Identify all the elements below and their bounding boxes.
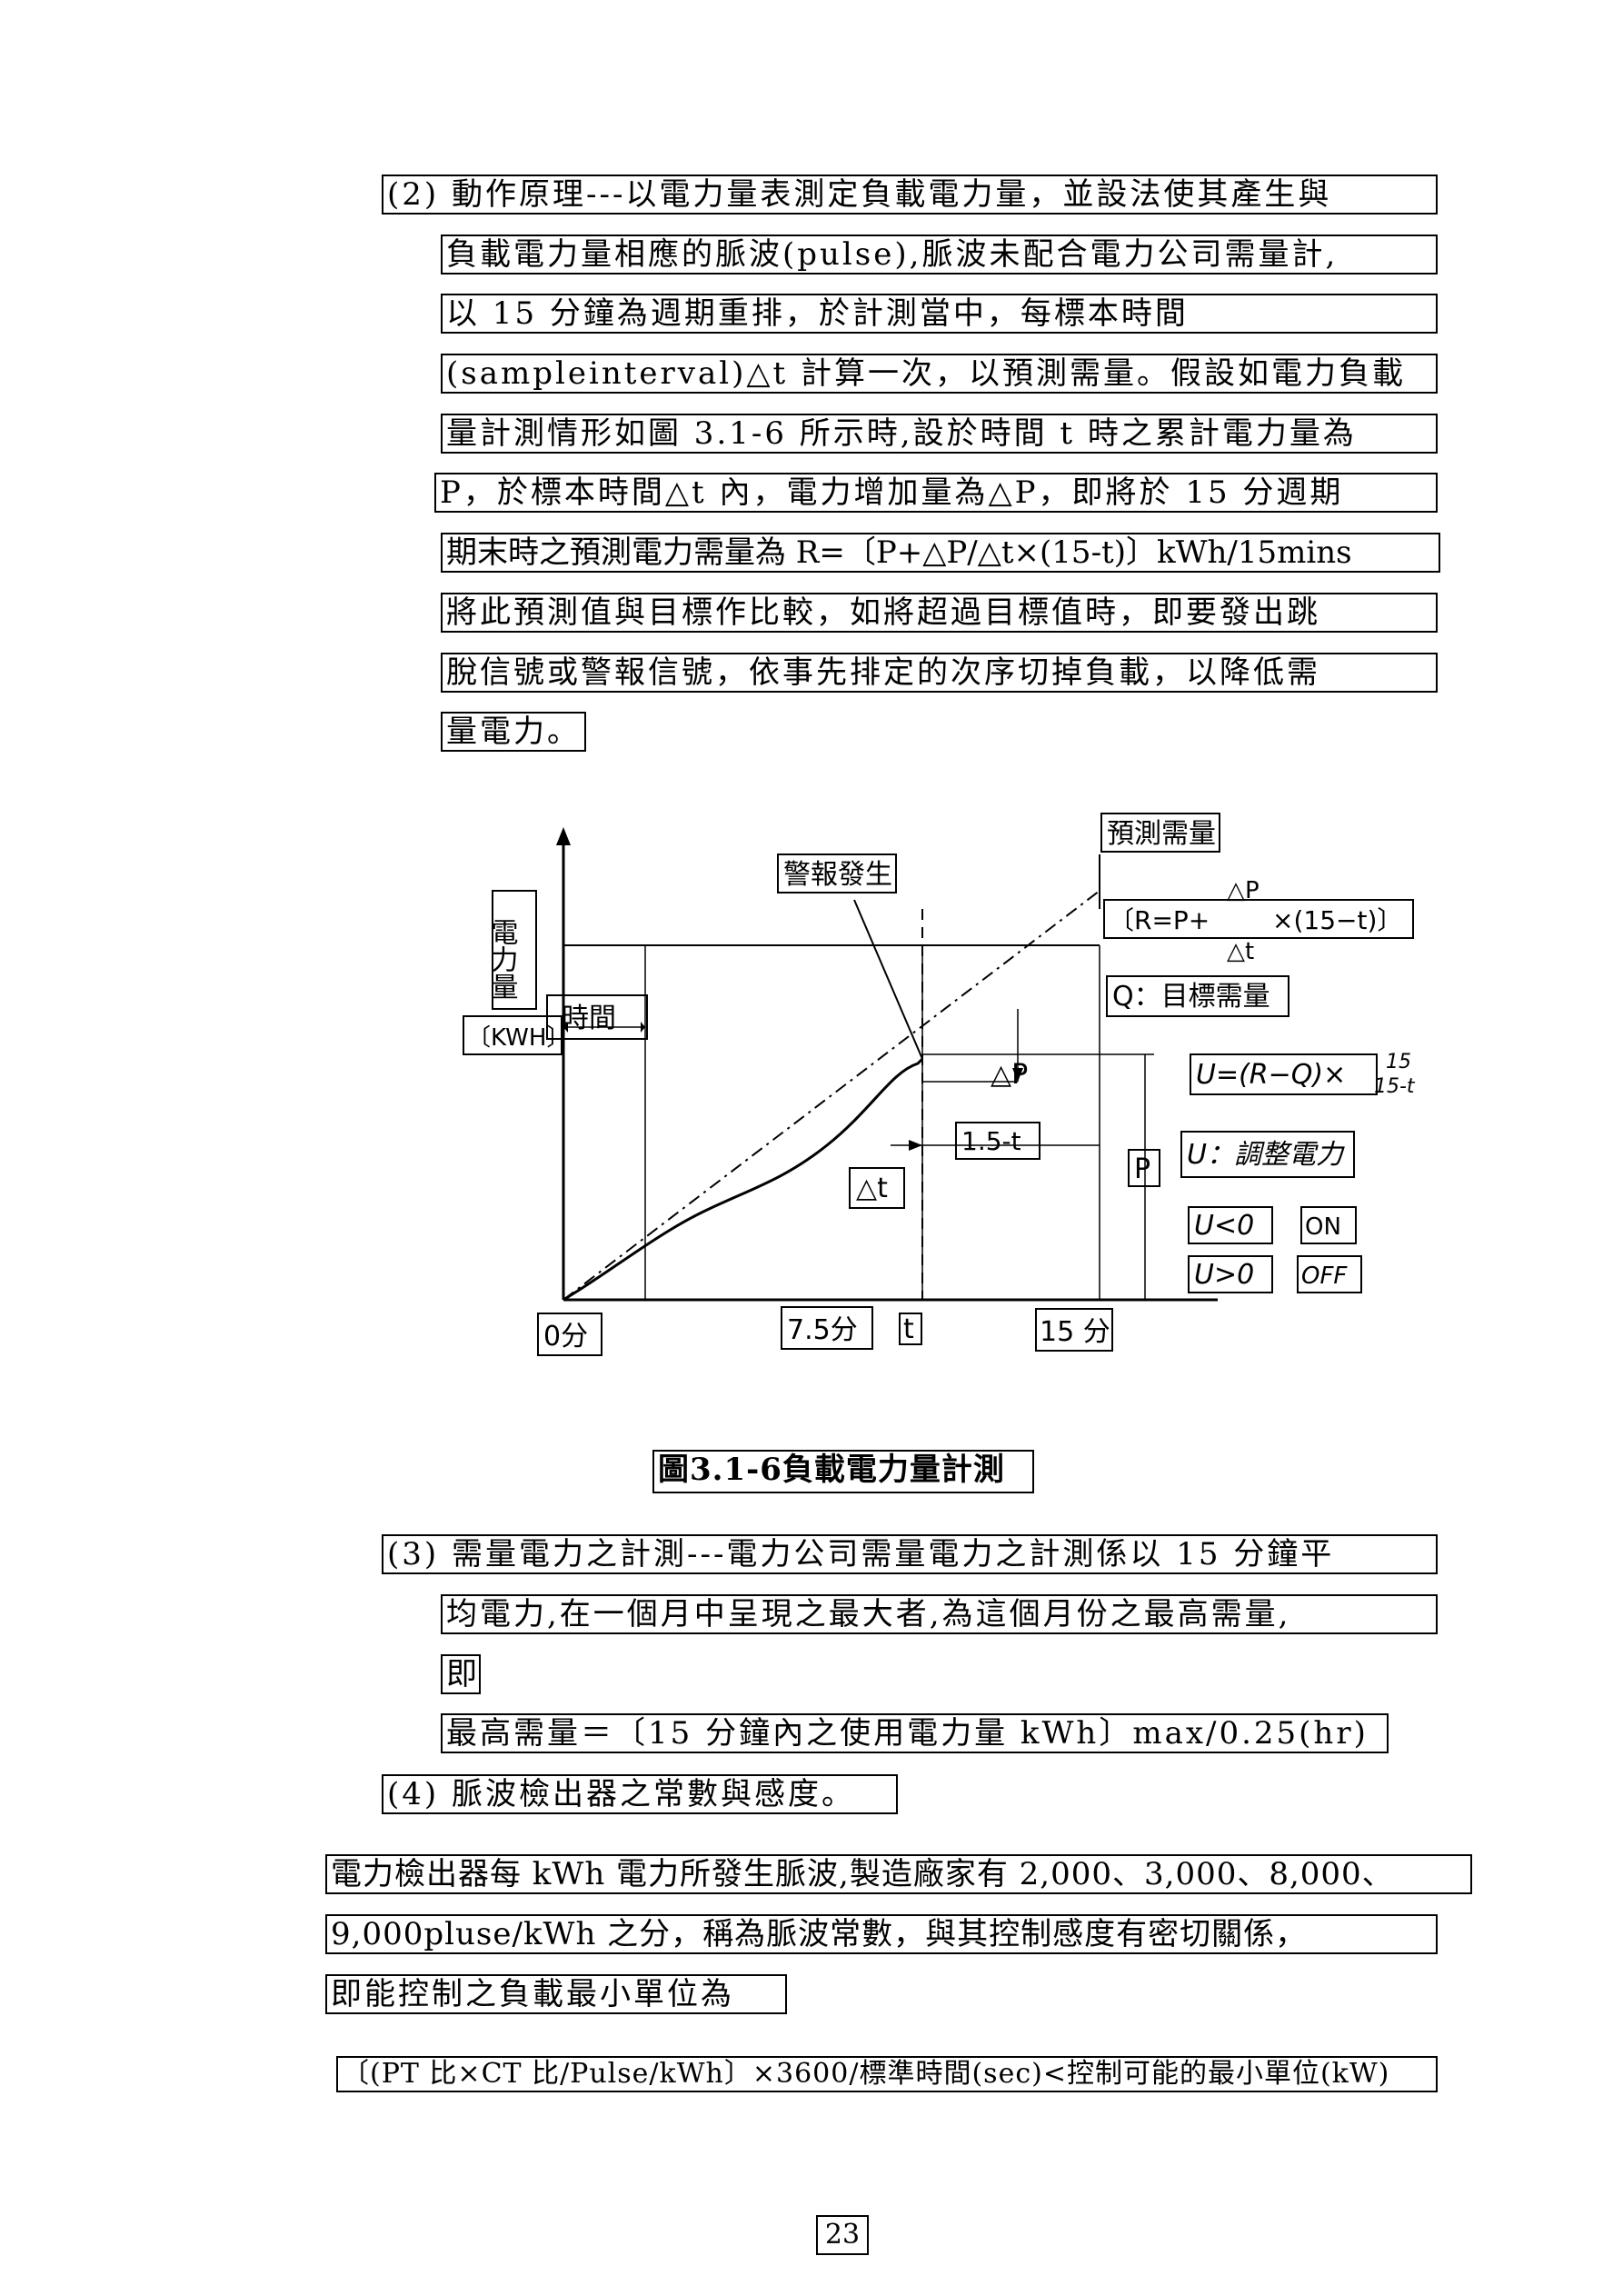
off-label: OFF	[1301, 1263, 1348, 1290]
on-label: ON	[1305, 1213, 1341, 1241]
figure-caption: 圖3.1-6負載電力量計測	[652, 1450, 1034, 1493]
text-line: 即能控制之負載最小單位為	[325, 1974, 787, 2014]
page-number: 23	[816, 2215, 869, 2255]
formula-dp: △P	[1227, 877, 1260, 904]
formula-rest: ×(15−t)〕	[1272, 905, 1402, 935]
alarm-label: 警報發生	[783, 859, 892, 891]
remain: 1.5-t	[961, 1126, 1021, 1156]
formula-u: U=(R−Q)×	[1196, 1059, 1346, 1091]
text-line: 即	[441, 1654, 481, 1694]
u-lt: U<0	[1194, 1210, 1254, 1242]
formula-u-frac-bottom: 15-t	[1374, 1075, 1416, 1098]
forecast-line	[563, 890, 1100, 1301]
text-line: P，於標本時間△t 內，電力增加量為△P，即將於 15 分週期	[434, 473, 1438, 513]
x-tick-t: t	[903, 1313, 914, 1345]
delta-t: △t	[856, 1173, 888, 1204]
text-line: 量計測情形如圖 3.1-6 所示時,設於時間 t 時之累計電力量為	[441, 414, 1438, 454]
chart-svg: 警報發生 預測需量 電力量 〔KWH〕 時間 〔R=P+ △P △t ×(15−…	[463, 813, 1416, 1356]
text-line: 電力檢出器每 kWh 電力所發生脈波,製造廠家有 2,000、3,000、8,0…	[325, 1854, 1472, 1894]
x-tick-0: 0分	[543, 1321, 588, 1353]
p-label: P	[1134, 1153, 1150, 1185]
text-line: 脫信號或警報信號，依事先排定的次序切掉負載，以降低需	[441, 653, 1438, 693]
text-line: (4) 脈波檢出器之常數與感度。	[382, 1774, 898, 1814]
text-line: 量電力。	[441, 712, 586, 752]
delta-p: △P	[991, 1059, 1028, 1091]
formula-dt: △t	[1227, 938, 1254, 965]
text-line: 期末時之預測電力需量為 R=〔P+△P/△t×(15-t)〕kWh/15mins	[441, 533, 1440, 573]
text-line: 9,000pluse/kWh 之分，稱為脈波常數，與其控制感度有密切關係，	[325, 1914, 1438, 1954]
text-line: 負載電力量相應的脈波(pulse),脈波未配合電力公司需量計,	[441, 235, 1438, 275]
forecast-label: 預測需量	[1107, 818, 1216, 850]
text-line: 以 15 分鐘為週期重排，於計測當中，每標本時間	[441, 294, 1438, 334]
target-label: Q：目標需量	[1112, 981, 1270, 1013]
x-tick-15: 15 分	[1040, 1316, 1110, 1348]
formula-line: 〔(PT 比×CT 比/Pulse/kWh〕×3600/標準時間(sec)<控制…	[336, 2056, 1438, 2092]
accumulation-curve	[563, 1057, 924, 1302]
u-gt: U>0	[1194, 1259, 1254, 1291]
text-line: 最高需量＝〔15 分鐘內之使用電力量 kWh〕max/0.25(hr)	[441, 1713, 1389, 1753]
text-line: (2) 動作原理---以電力量表測定負載電力量，並設法使其產生與	[382, 175, 1438, 215]
x-tick-7-5: 7.5分	[787, 1314, 858, 1346]
time-label: 時間	[562, 1003, 616, 1034]
figure-load-energy-measurement: 警報發生 預測需量 電力量 〔KWH〕 時間 〔R=P+ △P △t ×(15−…	[400, 800, 1490, 1400]
text-line: (3) 需量電力之計測---電力公司需量電力之計測係以 15 分鐘平	[382, 1534, 1438, 1574]
y-label: 電力量	[486, 918, 518, 1000]
y-axis-arrow	[556, 827, 571, 845]
alarm-pointer	[853, 899, 923, 1060]
formula-r: 〔R=P+	[1109, 905, 1210, 935]
text-line: 將此預測值與目標作比較，如將超過目標值時，即要發出跳	[441, 593, 1438, 633]
u-label: U：調整電力	[1187, 1139, 1345, 1171]
formula-u-frac-top: 15	[1386, 1051, 1411, 1073]
text-line: 均電力,在一個月中呈現之最大者,為這個月份之最高需量,	[441, 1594, 1438, 1634]
text-line: (sampleinterval)△t 計算一次，以預測需量。假設如電力負載	[441, 354, 1438, 394]
